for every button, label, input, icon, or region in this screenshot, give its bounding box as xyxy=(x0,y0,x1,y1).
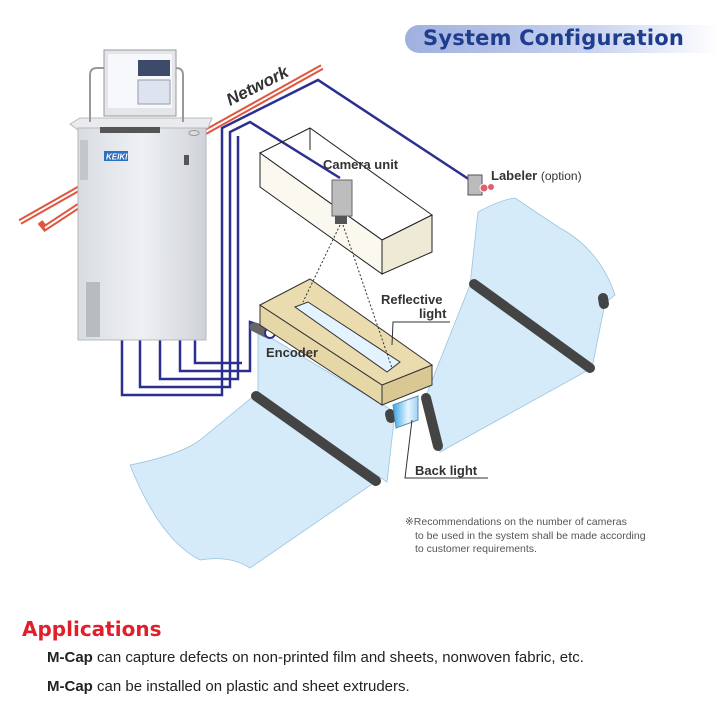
keiki-logo xyxy=(104,151,128,161)
back-light-unit xyxy=(392,395,419,429)
application-item: M-Cap can be installed on plastic and sh… xyxy=(47,678,410,695)
reflective-light-leader xyxy=(391,321,450,346)
labeler-label: Labeler (option) xyxy=(491,168,582,183)
product-name: M-Cap xyxy=(47,649,93,666)
applications-heading: Applications xyxy=(22,617,162,641)
application-text: can capture defects on non-printed film … xyxy=(92,649,584,666)
inspection-server: KEIKI xyxy=(69,49,213,341)
system-configuration-diagram: KEIKI xyxy=(18,49,616,569)
camera-recommendation-note: ※Recommendations on the number of camera… xyxy=(405,516,646,557)
note-line: to customer requirements. xyxy=(415,543,537,555)
signal-cables xyxy=(120,78,471,397)
note-line: ※Recommendations on the number of camera… xyxy=(405,516,627,528)
keyboard xyxy=(100,127,160,133)
note-line: to be used in the system shall be made a… xyxy=(415,529,646,542)
section-title: System Configuration xyxy=(423,26,685,50)
application-item: M-Cap can capture defects on non-printed… xyxy=(47,649,584,666)
application-text: can be installed on plastic and sheet ex… xyxy=(92,678,410,695)
keiki-logo-text: KEIKI xyxy=(106,153,128,162)
section-title-banner: System Configuration xyxy=(405,25,718,53)
labeler-label-text: Labeler xyxy=(491,168,538,183)
camera-unit-label: Camera unit xyxy=(323,157,399,172)
camera xyxy=(331,179,353,224)
back-light-label: Back light xyxy=(415,463,478,478)
rollers xyxy=(251,279,609,486)
reflective-light-label-line1: Reflective xyxy=(381,292,443,307)
product-name: M-Cap xyxy=(47,678,93,695)
camera-field-of-view xyxy=(302,224,393,369)
network-pipe xyxy=(18,64,324,232)
reflective-light-label-line2: light xyxy=(419,306,447,321)
labeler xyxy=(467,174,494,196)
back-light-leader xyxy=(404,419,488,479)
labeler-option-text: (option) xyxy=(540,169,582,183)
encoder-label: Encoder xyxy=(266,345,319,360)
